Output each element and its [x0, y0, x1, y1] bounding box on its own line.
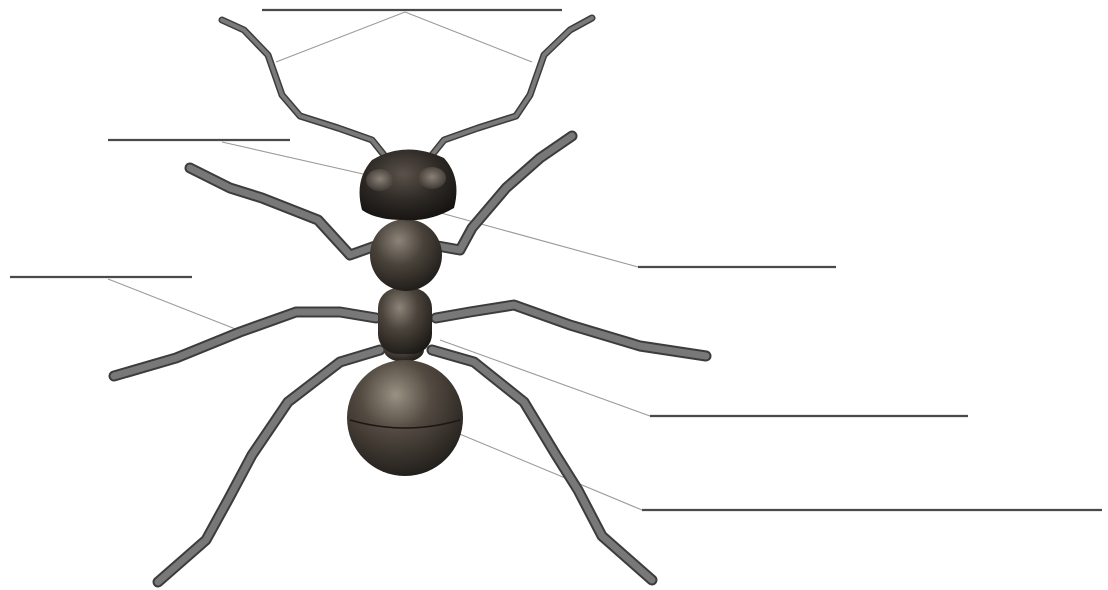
- left-eye-icon: [366, 169, 394, 191]
- antennae: [222, 18, 592, 160]
- leader-head: [222, 142, 372, 176]
- answer-lines: [10, 10, 1102, 510]
- leader-petiole: [440, 340, 650, 416]
- leader-antenna-left: [276, 12, 405, 62]
- thorax-rear-segment: [378, 288, 432, 354]
- leader-antenna-right: [405, 12, 532, 62]
- right-eye-icon: [418, 167, 446, 189]
- leader-legs: [108, 279, 238, 330]
- thorax-front-segment: [370, 219, 442, 291]
- abdomen-segment: [347, 360, 463, 476]
